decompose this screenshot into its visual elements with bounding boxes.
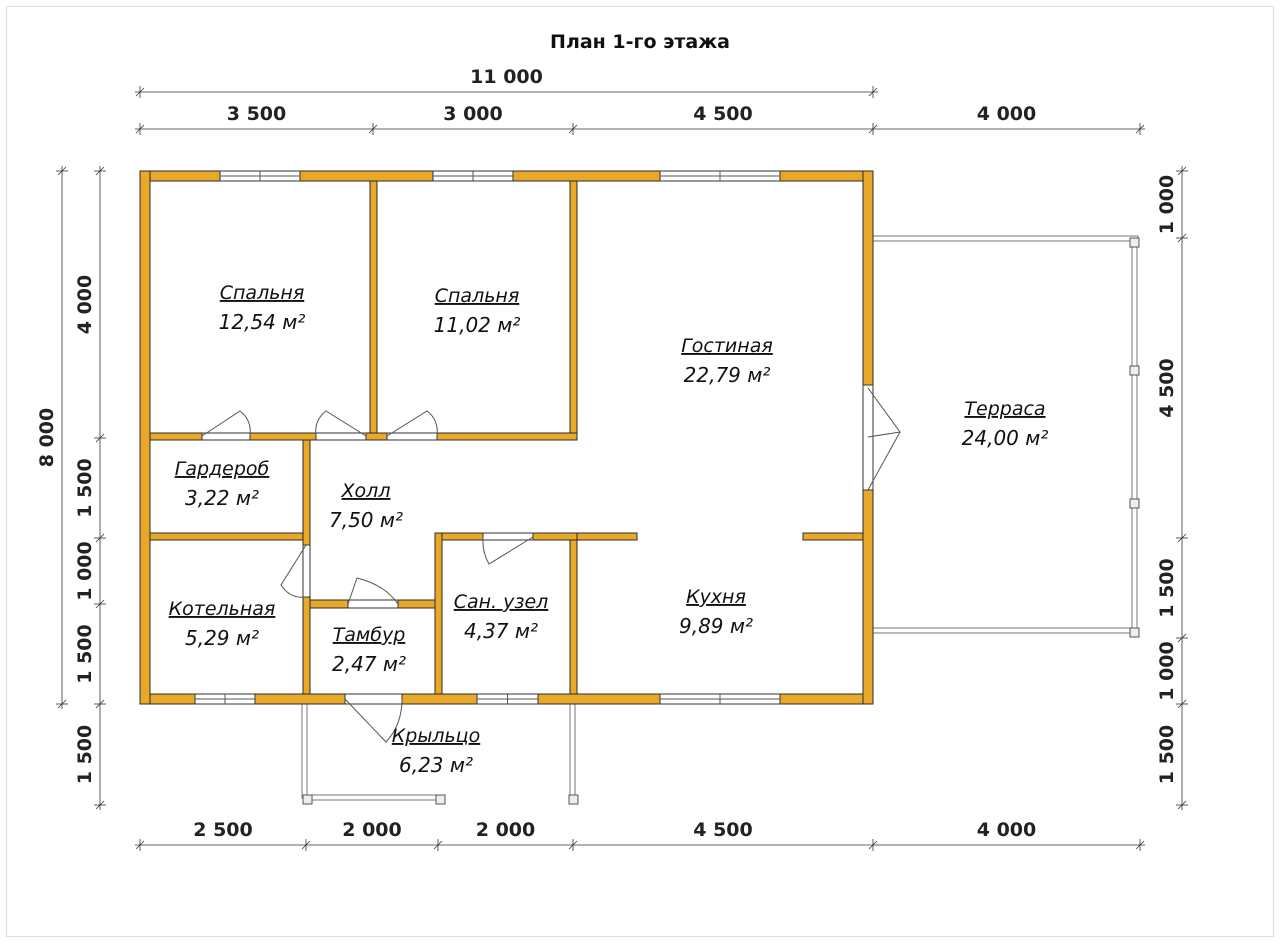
door-opening (862, 384, 874, 491)
room-name: Гардероб (175, 458, 270, 480)
room-name: Сан. узел (454, 591, 549, 613)
wall (434, 532, 443, 695)
dimension-label: 1 000 (1156, 641, 1178, 701)
door-swing (280, 544, 307, 598)
room-area: 24,00 м² (962, 426, 1049, 450)
railing (306, 794, 441, 801)
door-opening (302, 544, 311, 598)
dimension-label: 2 500 (193, 819, 253, 841)
room-label: Тамбур 2,47 м² (332, 624, 406, 676)
post (435, 794, 446, 805)
wall (369, 180, 378, 439)
dimension-label: 4 500 (693, 103, 753, 125)
room-area: 5,29 м² (185, 626, 259, 650)
dimension-label: 1 500 (74, 624, 96, 684)
porch-railing (301, 703, 579, 805)
door-opening (201, 432, 251, 441)
room-labels: Спальня 12,54 м² Спальня 11,02 м² Гостиная 22… (169, 282, 1049, 777)
dimension-label: 11 000 (470, 66, 543, 88)
room-name: Крыльцо (392, 725, 480, 747)
drawing-frame (6, 6, 1274, 937)
room-name: Холл (341, 480, 391, 502)
door-swing (482, 536, 534, 565)
dimension-label: 1 000 (1156, 175, 1178, 235)
room-name: Спальня (220, 282, 305, 304)
room-label: Крыльцо 6,23 м² (392, 725, 480, 777)
dimension-label: 2 000 (476, 819, 536, 841)
terrace-railing (872, 235, 1140, 638)
openings (194, 170, 901, 743)
room-name: Кухня (686, 586, 746, 608)
door-opening (344, 693, 403, 705)
dimension-label: 1 000 (74, 541, 96, 601)
room-label: Холл 7,50 м² (329, 480, 403, 532)
room-label: Гардероб 3,22 м² (175, 458, 270, 510)
room-area: 22,79 м² (684, 363, 771, 387)
post (1129, 498, 1140, 509)
room-label: Терраса 24,00 м² (962, 398, 1049, 450)
door-swing (347, 577, 399, 605)
dimension-label: 4 000 (977, 819, 1037, 841)
room-label: Котельная 5,29 м² (169, 598, 276, 650)
door-opening (347, 599, 399, 609)
wall (569, 180, 578, 439)
room-area: 11,02 м² (434, 313, 521, 337)
room-area: 6,23 м² (399, 753, 473, 777)
dimension-label: 3 000 (443, 103, 503, 125)
post (568, 794, 579, 805)
wall (149, 532, 304, 541)
room-label: Кухня 9,89 м² (679, 586, 753, 638)
room-label: Спальня 12,54 м² (219, 282, 306, 334)
dimension-label: 1 500 (1156, 725, 1178, 785)
door-swing (201, 410, 251, 437)
post (1129, 627, 1140, 638)
plan-title: План 1-го этажа (550, 31, 730, 53)
dimension-label: 1 500 (1156, 558, 1178, 618)
dimension-label: 1 500 (74, 458, 96, 518)
room-area: 12,54 м² (219, 310, 306, 334)
wall (139, 170, 151, 705)
dimension-label: 1 500 (74, 725, 96, 785)
railing (301, 703, 308, 799)
railing (872, 627, 1139, 634)
dimension-label: 2 000 (342, 819, 402, 841)
room-area: 4,37 м² (464, 619, 538, 643)
door-opening (482, 532, 534, 541)
door-swing (867, 387, 901, 491)
railing (1131, 240, 1138, 629)
railing (872, 235, 1139, 242)
room-area: 2,47 м² (332, 652, 406, 676)
wall (802, 532, 864, 541)
dimension-label: 8 000 (36, 408, 58, 468)
dimension-label: 4 500 (693, 819, 753, 841)
room-label: Гостиная 22,79 м² (681, 335, 773, 387)
room-name: Спальня (435, 285, 520, 307)
room-name: Терраса (964, 398, 1045, 420)
room-name: Котельная (169, 598, 276, 620)
post (1129, 365, 1140, 376)
door-swing (386, 410, 438, 437)
dimension-label: 4 000 (977, 103, 1037, 125)
room-name: Тамбур (333, 624, 406, 646)
post (302, 794, 313, 805)
room-name: Гостиная (681, 335, 773, 357)
door-opening (315, 432, 367, 441)
dimension-label: 3 500 (227, 103, 287, 125)
room-area: 3,22 м² (185, 486, 259, 510)
wall (576, 532, 638, 541)
dimensions: 11 000 3 500 3 000 4 500 4 000 2 500 2 000 2 00… (36, 66, 1188, 851)
door-swing (315, 410, 367, 437)
door-swing (344, 698, 403, 743)
door-opening (386, 432, 438, 441)
room-area: 9,89 м² (679, 614, 753, 638)
room-label: Спальня 11,02 м² (434, 285, 521, 337)
dimension-label: 4 500 (1156, 358, 1178, 418)
room-label: Сан. узел 4,37 м² (454, 591, 549, 643)
railing (569, 703, 576, 799)
room-area: 7,50 м² (329, 508, 403, 532)
wall (569, 539, 578, 695)
dimension-label: 4 000 (74, 275, 96, 335)
post (1129, 237, 1140, 248)
